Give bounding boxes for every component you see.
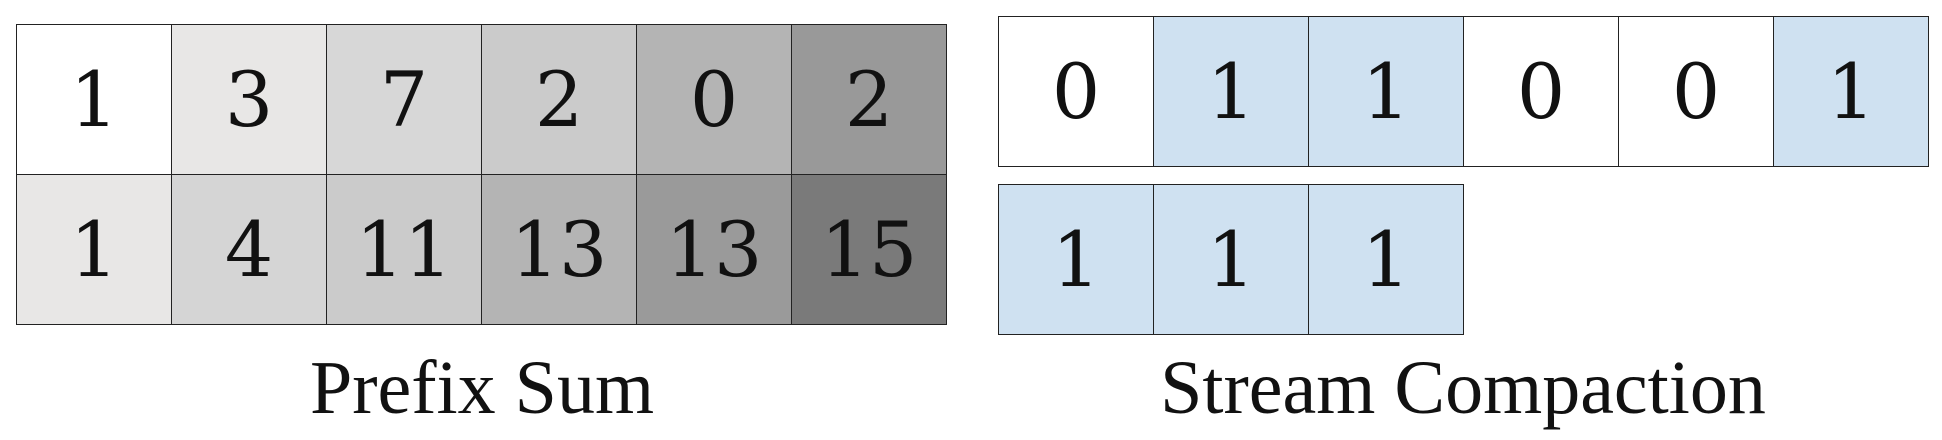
compaction-output-cell: 1 bbox=[999, 185, 1154, 335]
prefix-output-cell: 13 bbox=[482, 175, 637, 325]
prefix-output-cell: 15 bbox=[792, 175, 947, 325]
prefix-output-cell: 13 bbox=[637, 175, 792, 325]
prefix-sum-caption: Prefix Sum bbox=[309, 346, 655, 430]
prefix-output-cell: 11 bbox=[327, 175, 482, 325]
compaction-output-cell: 1 bbox=[1309, 185, 1464, 335]
compaction-input-cell: 0 bbox=[1619, 17, 1774, 167]
compaction-input-cell: 0 bbox=[999, 17, 1154, 167]
stream-compaction-caption: Stream Compaction bbox=[1160, 346, 1766, 430]
prefix-output-cell: 4 bbox=[172, 175, 327, 325]
prefix-output-cell: 1 bbox=[17, 175, 172, 325]
prefix-input-cell: 2 bbox=[792, 25, 947, 175]
compaction-input-cell: 1 bbox=[1154, 17, 1309, 167]
compaction-input-cell: 0 bbox=[1464, 17, 1619, 167]
prefix-input-cell: 7 bbox=[327, 25, 482, 175]
prefix-input-cell: 3 bbox=[172, 25, 327, 175]
compaction-input-cell: 1 bbox=[1774, 17, 1929, 167]
prefix-input-cell: 0 bbox=[637, 25, 792, 175]
compaction-output-cell: 1 bbox=[1154, 185, 1309, 335]
prefix-input-cell: 1 bbox=[17, 25, 172, 175]
compaction-input-cell: 1 bbox=[1309, 17, 1464, 167]
prefix-input-cell: 2 bbox=[482, 25, 637, 175]
